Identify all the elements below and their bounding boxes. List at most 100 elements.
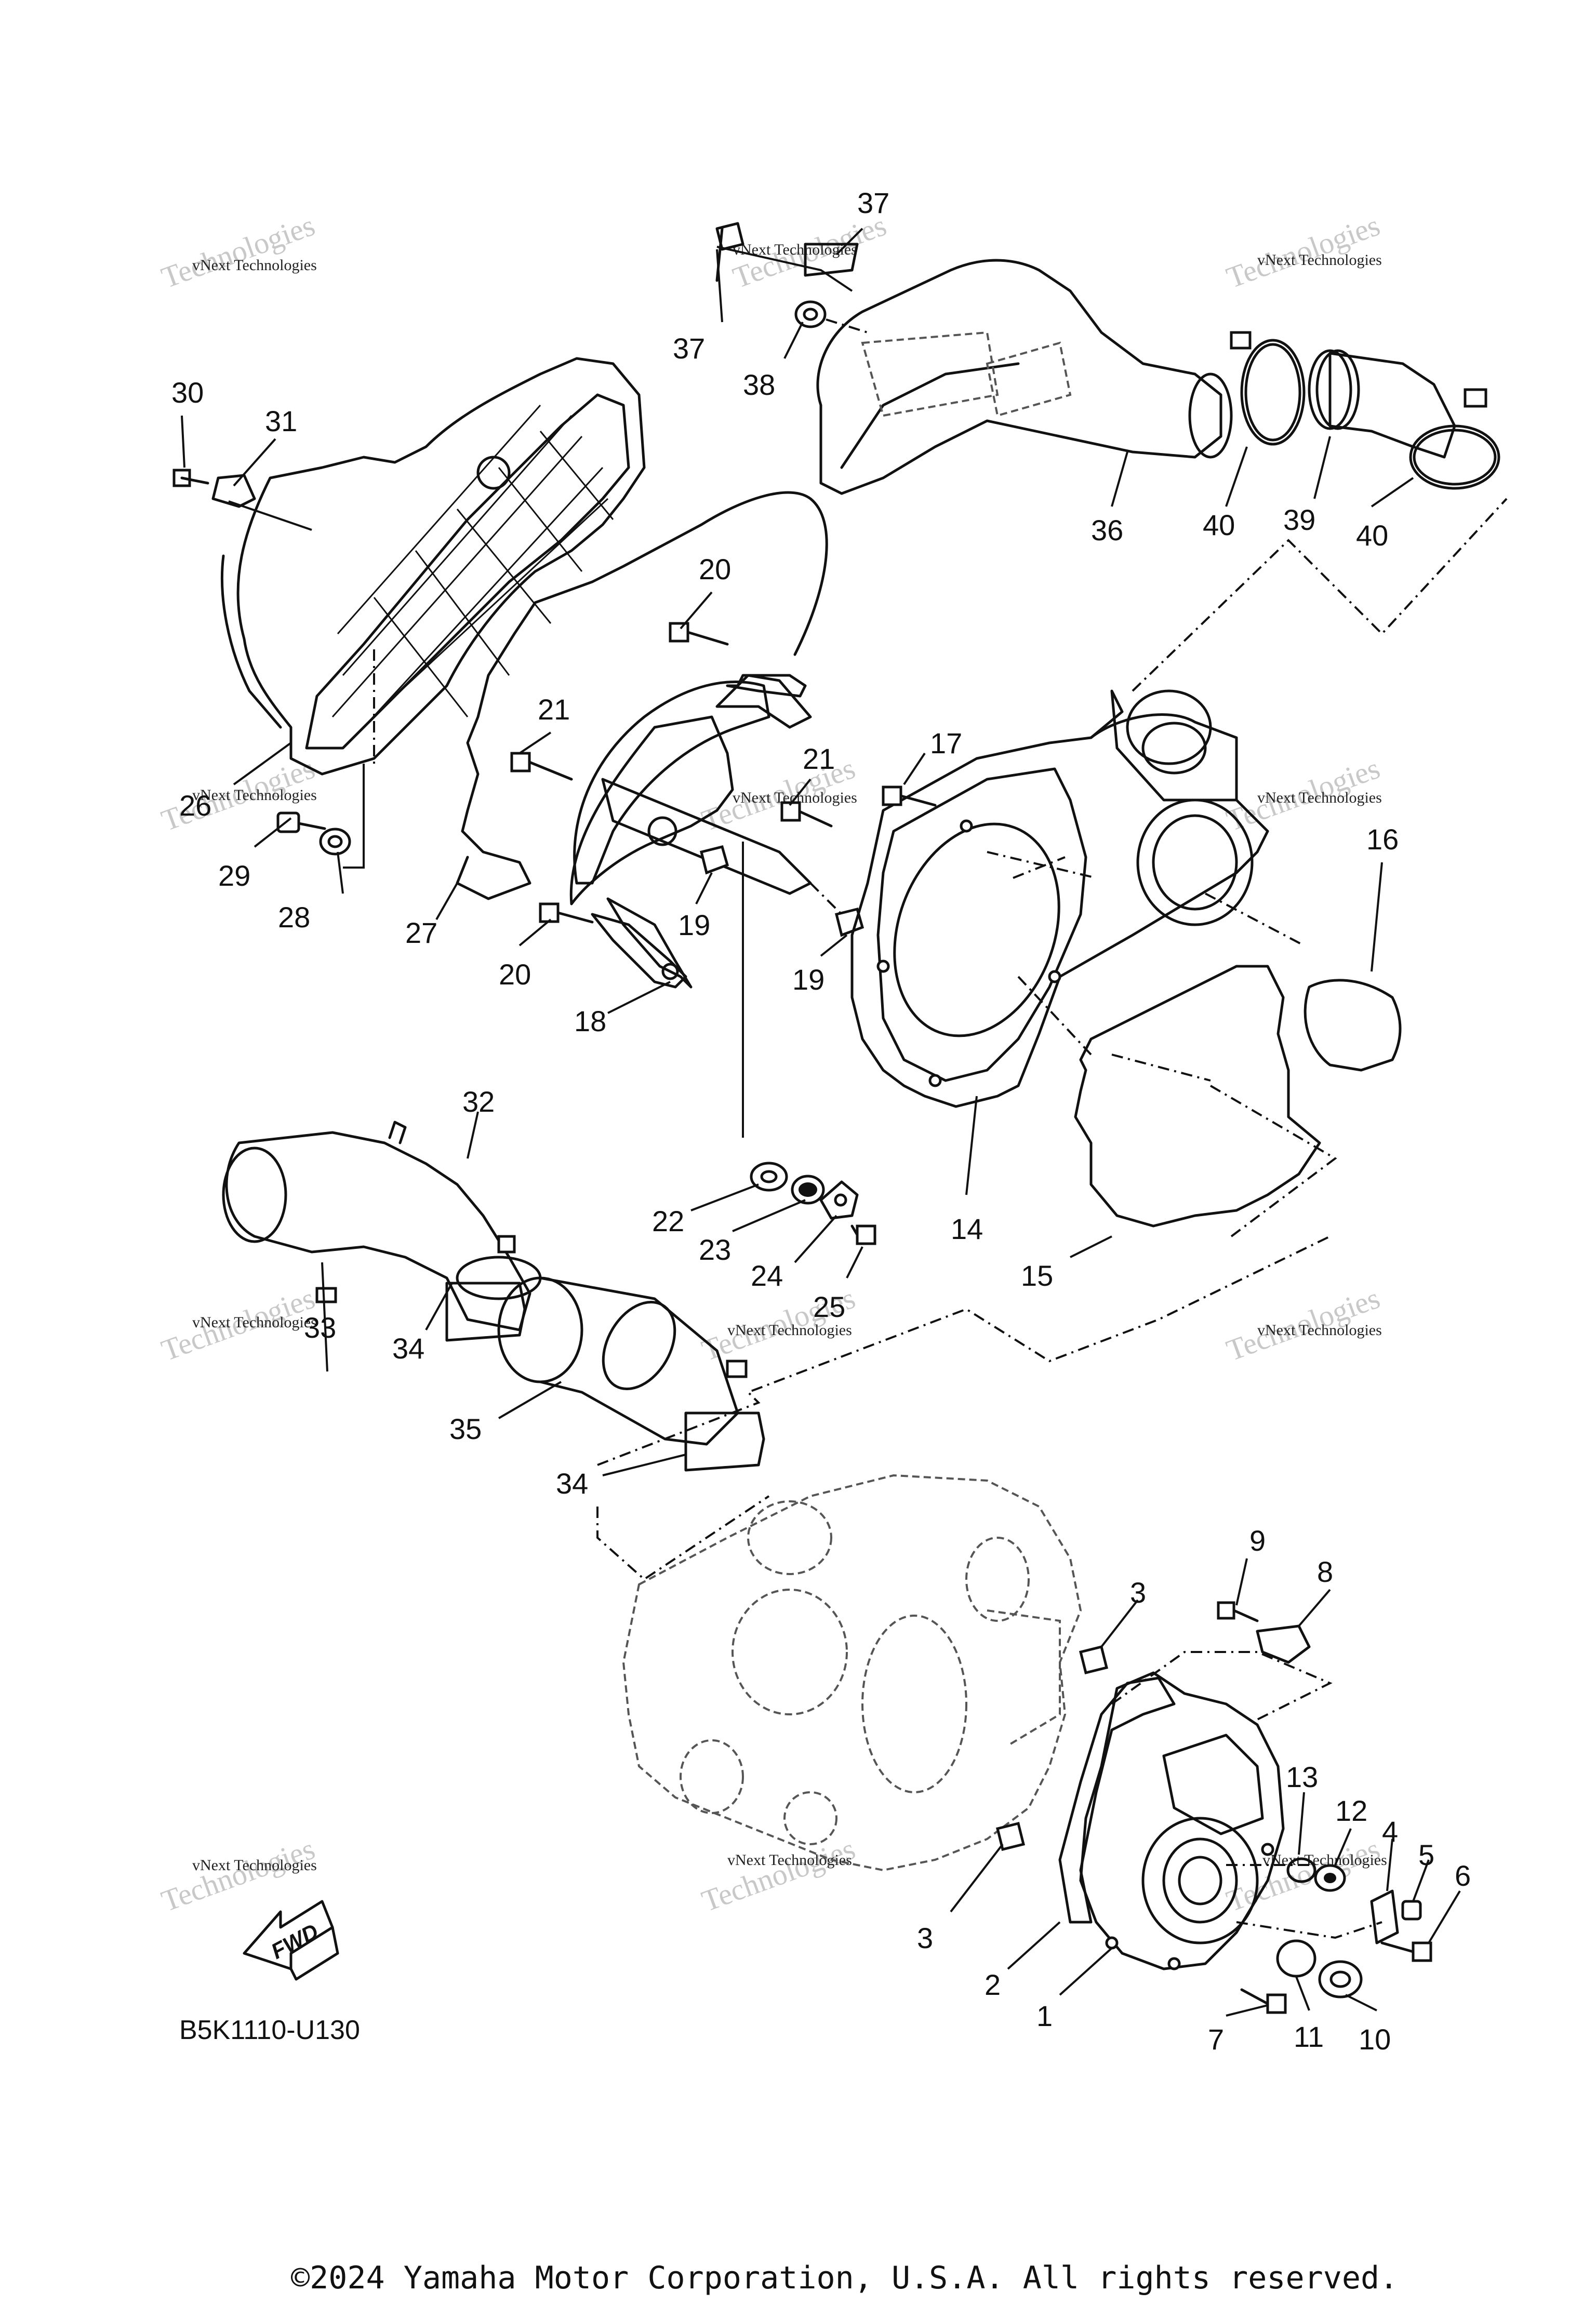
callout-32: 32 [462, 1085, 495, 1118]
callout-26: 26 [179, 789, 211, 822]
callout-5: 5 [1418, 1838, 1434, 1871]
leader-38-dash [826, 318, 868, 334]
callout-22: 22 [652, 1205, 684, 1237]
callout-28: 28 [278, 901, 310, 934]
part-3-dowel-b [995, 1821, 1026, 1851]
part-24-plate [819, 1180, 859, 1220]
part-40-clamp-b [1409, 388, 1500, 490]
svg-text:vNext Technologies: vNext Technologies [1257, 1322, 1382, 1339]
callout-24: 24 [751, 1259, 783, 1292]
part-26-outer-cover [220, 357, 646, 776]
leader-dash-16 [1205, 892, 1305, 947]
callout-35: 35 [449, 1413, 482, 1445]
svg-text:Technologies: Technologies [697, 1832, 859, 1918]
part-9-screw [1217, 1601, 1259, 1622]
callout-9: 9 [1249, 1524, 1266, 1557]
svg-text:vNext Technologies: vNext Technologies [192, 257, 317, 274]
assembly-guide-lines [596, 498, 1508, 1939]
watermark-10: Technologies vNext Technologies [157, 1832, 319, 1918]
callout-19a: 19 [678, 909, 710, 941]
callout-39: 39 [1283, 503, 1315, 536]
part-32-duct [222, 1121, 542, 1331]
svg-text:Technologies: Technologies [157, 1832, 319, 1918]
callout-40a: 40 [1203, 509, 1235, 541]
part-22-bearing [750, 1162, 788, 1192]
part-20-bolt-a [669, 622, 729, 646]
part-10-plug [1318, 1960, 1363, 1998]
watermark-3: Technologies vNext Technologies [1222, 208, 1384, 295]
callout-13: 13 [1286, 1761, 1318, 1793]
callout-17: 17 [930, 727, 962, 760]
part-11-oring [1276, 1939, 1316, 1978]
watermark-1: Technologies vNext Technologies [157, 208, 319, 295]
part-15-gasket [1074, 965, 1321, 1228]
callout-40b: 40 [1356, 519, 1388, 552]
diagram-code: B5K1110-U130 [179, 2015, 360, 2045]
callout-34b: 34 [556, 1467, 588, 1500]
part-40-clamp-a [1230, 331, 1306, 446]
callout-3a: 3 [1130, 1576, 1146, 1609]
leader-33 [321, 1262, 328, 1372]
callout-19b: 19 [792, 963, 824, 996]
callout-29: 29 [218, 859, 250, 892]
callout-11: 11 [1294, 2020, 1324, 2053]
part-25-screw [850, 1224, 876, 1245]
part-37-clip-b [804, 243, 859, 277]
part-39-boot [1308, 349, 1456, 459]
svg-text:vNext Technologies: vNext Technologies [727, 1322, 852, 1339]
watermark-5: Technologies vNext Technologies [697, 751, 859, 838]
callout-21b: 21 [803, 742, 835, 775]
callout-38: 38 [743, 368, 775, 401]
fwd-arrow-icon: FWD [243, 1900, 339, 1981]
part-27-gasket [456, 491, 828, 900]
callout-33: 33 [304, 1311, 336, 1344]
svg-text:vNext Technologies: vNext Technologies [1257, 789, 1382, 806]
callout-34a: 34 [392, 1332, 424, 1365]
part-4-bracket [1370, 1889, 1399, 1944]
callout-16: 16 [1366, 823, 1399, 856]
watermark-6: Technologies vNext Technologies [1222, 751, 1384, 838]
svg-text:vNext Technologies: vNext Technologies [192, 1314, 317, 1331]
part-20-bolt-b [539, 902, 594, 924]
callout-37b: 37 [673, 332, 705, 365]
part-28-grommet [319, 828, 351, 856]
part-7-bolt [1240, 1988, 1287, 2014]
svg-text:FWD: FWD [267, 1919, 323, 1964]
svg-text:vNext Technologies: vNext Technologies [192, 1857, 317, 1874]
part-35-elbow [497, 1276, 748, 1446]
part-inner-shroud [569, 674, 812, 989]
part-33-grommet [315, 1287, 337, 1303]
callout-20b: 20 [499, 958, 531, 991]
svg-text:vNext Technologies: vNext Technologies [1257, 251, 1382, 269]
part-36-duct [816, 259, 1233, 495]
part-34-boot-a [445, 1282, 526, 1342]
leader-37-line [716, 246, 853, 292]
callout-4: 4 [1382, 1815, 1398, 1848]
callout-15: 15 [1021, 1259, 1053, 1292]
callout-30: 30 [171, 376, 204, 409]
callout-36: 36 [1091, 514, 1123, 547]
callout-leaders [181, 228, 1461, 2017]
callout-14: 14 [951, 1213, 983, 1245]
callout-labels: 30 31 26 29 28 27 20 21 21 20 18 19 19 1… [171, 186, 1471, 2056]
part-30-screw [172, 469, 209, 487]
part-23-seal [791, 1175, 825, 1205]
watermark-2: Technologies vNext Technologies [728, 208, 890, 295]
part-18-bracket [591, 913, 687, 989]
part-5-nut [1401, 1900, 1422, 1921]
svg-text:Technologies: Technologies [157, 208, 319, 295]
callout-2: 2 [985, 1968, 1001, 2001]
callout-6: 6 [1455, 1859, 1471, 1892]
watermark-11: Technologies vNext Technologies [697, 1832, 859, 1918]
part-14-crankcase-cover [850, 689, 1269, 1108]
callout-1: 1 [1036, 2000, 1053, 2032]
watermark-9: Technologies vNext Technologies [1222, 1281, 1384, 1368]
callout-12: 12 [1335, 1794, 1367, 1827]
callout-20a: 20 [699, 553, 731, 585]
callout-8: 8 [1317, 1555, 1333, 1588]
part-8-cap [1256, 1624, 1311, 1664]
copyright-text: ©2024 Yamaha Motor Corporation, U.S.A. A… [291, 2260, 1398, 2296]
part-19-collar-b [834, 907, 864, 937]
svg-text:vNext Technologies: vNext Technologies [192, 787, 317, 804]
